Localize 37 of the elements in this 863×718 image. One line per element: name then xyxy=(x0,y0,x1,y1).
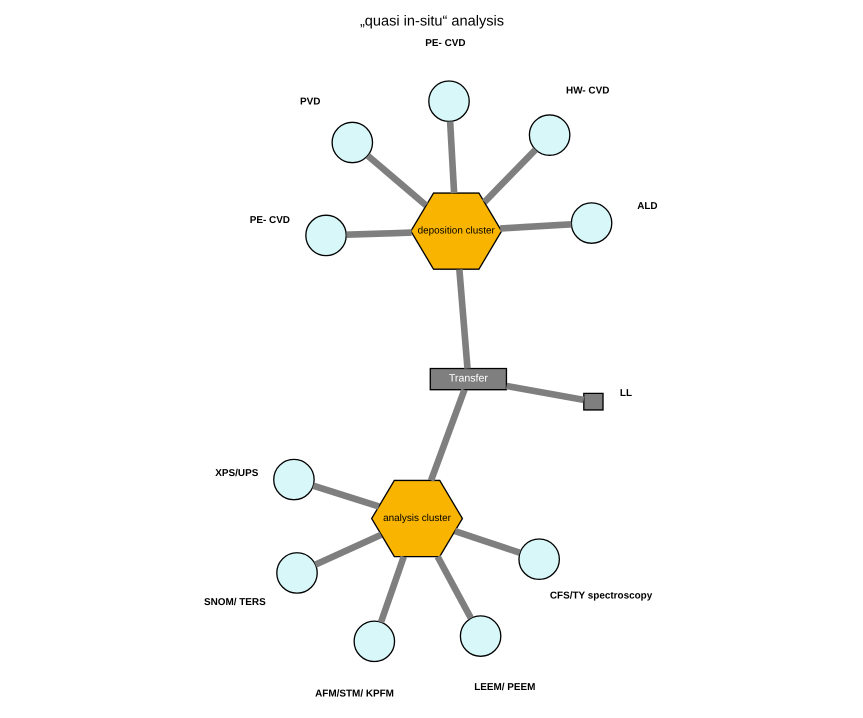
node-circle xyxy=(570,202,612,244)
node-label: XPS/UPS xyxy=(214,468,258,479)
node-circle xyxy=(330,122,373,164)
node-label: CFS/TY spectroscopy xyxy=(549,590,652,602)
node-circle xyxy=(304,214,346,256)
node-circle xyxy=(272,458,314,500)
connector xyxy=(453,528,520,556)
connector xyxy=(434,555,474,620)
node-label: PE- CVD xyxy=(249,215,290,226)
node-circle xyxy=(276,552,318,594)
node-box xyxy=(582,392,604,411)
diagram-title: „quasi in-situ“ analysis xyxy=(359,13,504,30)
node-label: LEEM/ PEEM xyxy=(474,682,535,693)
connector xyxy=(505,382,584,404)
connector xyxy=(456,269,470,369)
connector xyxy=(482,147,538,204)
node-circle xyxy=(528,114,570,156)
node-label: PVD xyxy=(299,96,320,108)
node-label: HW- CVD xyxy=(566,86,609,97)
node-label: ALD xyxy=(636,201,658,212)
node-circle xyxy=(352,620,395,662)
connector xyxy=(365,153,428,208)
node-label: PE- CVD xyxy=(424,38,466,49)
connector xyxy=(377,556,406,624)
node-box: Transfer xyxy=(429,368,507,390)
connector xyxy=(312,482,380,510)
node-label: SNOM/ TERS xyxy=(203,596,266,608)
connector xyxy=(427,388,468,482)
connector xyxy=(446,121,457,194)
node-circle xyxy=(428,80,470,122)
connector xyxy=(499,220,571,232)
node-label: AFM/STM/ KPFM xyxy=(314,688,394,700)
connector xyxy=(346,229,412,238)
connector xyxy=(314,532,382,568)
node-circle xyxy=(518,538,560,580)
node-circle xyxy=(459,615,501,657)
node-label: LL xyxy=(619,388,632,400)
